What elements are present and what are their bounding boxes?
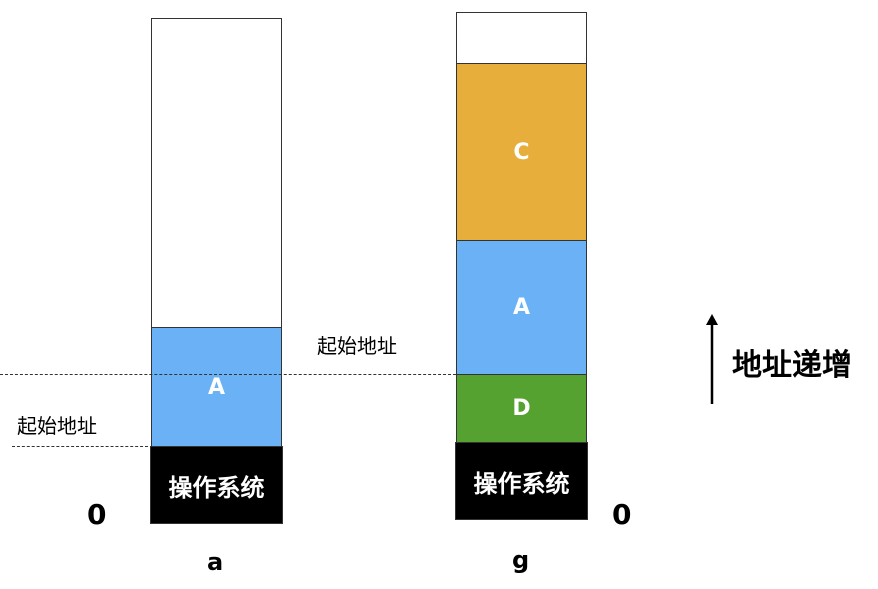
process-a-label: A [512, 295, 531, 320]
zero-label: 0 [87, 498, 107, 531]
column-caption: g [512, 546, 530, 574]
process-a-block: A [151, 327, 282, 447]
os-block: 操作系统 [150, 446, 283, 524]
process-c-block: C [456, 63, 587, 241]
os-block: 操作系统 [455, 442, 588, 520]
zero-label: 0 [612, 498, 632, 531]
process-c-label: C [513, 139, 530, 165]
os-label: 操作系统 [473, 469, 570, 498]
start-address-label-g: 起始地址 [317, 334, 397, 358]
address-increase-label: 地址递增 [732, 348, 852, 383]
process-d-label: D [512, 396, 531, 421]
free-space-block [151, 18, 282, 328]
start-address-label: 起始地址 [17, 414, 97, 438]
column-caption: a [207, 548, 224, 576]
free-space-block [456, 12, 587, 64]
start-address-line-g [0, 374, 456, 375]
up-arrow-icon [706, 314, 718, 404]
process-d-block: D [456, 374, 587, 443]
os-label: 操作系统 [168, 473, 265, 502]
process-a-block: A [456, 240, 587, 375]
process-a-label: A [207, 374, 226, 400]
start-address-line [12, 446, 148, 447]
